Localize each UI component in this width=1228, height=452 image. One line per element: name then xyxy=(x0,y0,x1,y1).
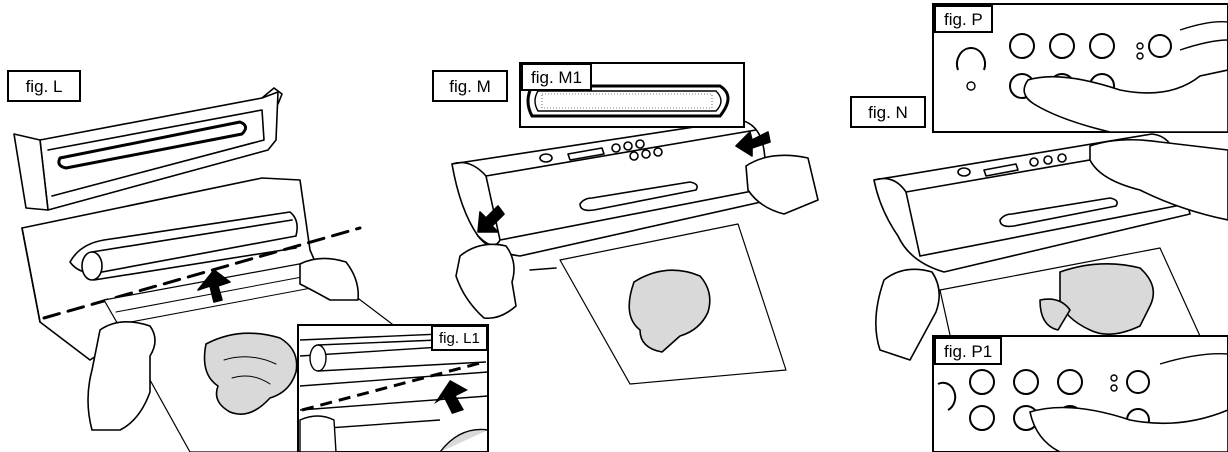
left-hand xyxy=(456,244,516,318)
fig-m-illustration xyxy=(452,120,818,384)
left-hand xyxy=(876,269,939,360)
fig-m-label: fig. M xyxy=(432,70,508,102)
fig-m1-label: fig. M1 xyxy=(521,63,592,91)
fig-l-label: fig. L xyxy=(7,70,81,102)
fig-l1-label: fig. L1 xyxy=(431,325,488,351)
fig-n-label: fig. N xyxy=(850,96,926,128)
right-hand xyxy=(746,155,818,214)
fig-p-label: fig. P xyxy=(934,5,993,33)
fig-p1-label: fig. P1 xyxy=(934,337,1002,365)
left-hand xyxy=(88,322,155,430)
